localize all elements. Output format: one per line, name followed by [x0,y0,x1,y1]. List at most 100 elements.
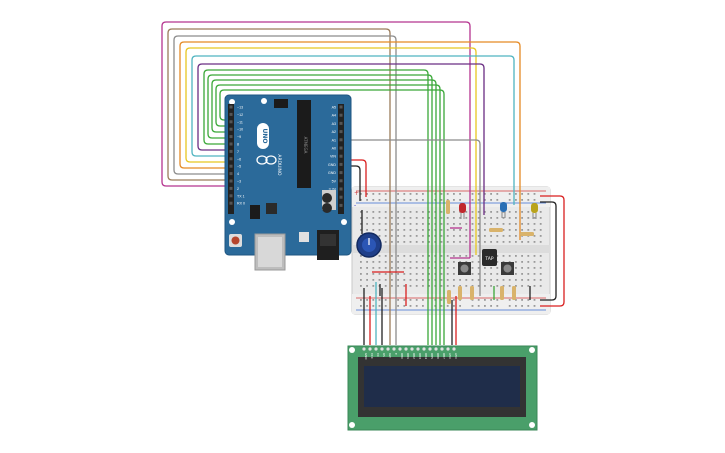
digital-pin [229,142,233,146]
breadboard-hole [360,229,362,231]
breadboard-hole [453,279,455,281]
led-yellow[interactable] [531,203,538,219]
breadboard-hole [409,285,412,287]
lcd-mount-hole [349,422,355,428]
breadboard-hole [409,217,412,219]
power-pin-label: GND [328,163,336,167]
resistor-7[interactable] [500,286,504,300]
breadboard-hole [422,279,424,281]
breadboard-hole [403,193,406,195]
breadboard-hole [440,285,443,287]
breadboard-hole [471,229,474,231]
breadboard-hole [360,267,362,269]
breadboard-hole [508,241,511,243]
breadboard-hole [434,211,437,213]
breadboard-hole [434,241,437,243]
breadboard-hole [372,285,375,287]
resistor-6[interactable] [470,286,474,300]
breadboard-hole [533,229,536,231]
lcd-pin-label: V0 [376,353,380,357]
breadboard-hole [428,217,430,219]
breadboard-hole [391,279,393,281]
lcd-pin-label: DB3 [418,353,422,359]
breadboard-hole [372,217,375,219]
lcd-pin-label: DB0 [400,353,404,359]
led-blue[interactable] [500,202,507,218]
breadboard-hole [465,229,468,231]
breadboard-hole [477,267,480,269]
pushbutton-1[interactable] [458,262,471,275]
breadboard-hole [484,199,486,201]
breadboard-hole [508,217,511,219]
lcd-pin [362,347,366,351]
breadboard-hole [384,235,387,237]
breadboard-hole [440,229,443,231]
lcd-pin-label: DB4 [424,353,428,359]
breadboard-hole [366,279,368,281]
resistor-5[interactable] [458,286,462,300]
breadboard-hole [533,223,536,225]
resistor-3[interactable] [520,232,534,236]
breadboard-hole [521,241,523,243]
breadboard-hole [484,299,486,301]
wire-green-5 [219,89,445,345]
digital-pin [229,194,233,198]
breadboard-hole [477,217,480,219]
breadboard-hole [415,299,418,301]
tap-button[interactable]: TAP [482,249,497,266]
breadboard-hole [366,223,368,225]
breadboard-hole [521,211,523,213]
led-red[interactable] [459,203,466,219]
breadboard-hole [502,255,505,257]
breadboard-hole [440,211,443,213]
breadboard-hole [422,199,424,201]
resistor-2[interactable] [489,228,503,232]
breadboard-hole [366,267,368,269]
breadboard-hole [403,217,406,219]
power-pin [339,195,343,199]
breadboard-hole [384,267,387,269]
breadboard-hole [378,255,381,257]
potentiometer[interactable] [356,232,382,258]
reset-button[interactable] [229,234,242,247]
breadboard-hole [422,285,424,287]
breadboard-hole [453,285,455,287]
power-pin [339,162,343,166]
lcd-pin [446,347,450,351]
breadboard-hole [508,261,511,263]
breadboard-hole [440,217,443,219]
lcd-pin-label: DB1 [406,353,410,359]
digital-pin [229,164,233,168]
breadboard-hole [539,217,542,219]
breadboard-hole [533,299,536,301]
breadboard-hole [391,255,393,257]
breadboard-hole [440,305,443,307]
resistor-8[interactable] [512,286,516,300]
breadboard-hole [384,261,387,263]
breadboard-hole [360,273,362,275]
breadboard-hole [515,193,517,195]
digital-pin [229,112,233,116]
breadboard-hole [471,199,474,201]
breadboard-hole [403,229,406,231]
breadboard-hole [384,223,387,225]
breadboard-hole [428,229,430,231]
tap-button-label: TAP [484,256,493,262]
breadboard-hole [471,305,474,307]
breadboard-hole [446,217,449,219]
breadboard-hole [378,273,381,275]
wire-green-3 [211,79,437,345]
resistor-1[interactable] [446,200,450,214]
power-pin [339,113,343,117]
breadboard-hole [428,285,430,287]
power-pin-label: 5V [332,179,337,183]
breadboard-hole [459,255,461,257]
wire-gray-b [340,139,481,296]
pushbutton-2[interactable] [501,262,514,275]
breadboard-hole [360,211,362,213]
breadboard-hole [527,255,530,257]
resistor-4[interactable] [447,290,451,304]
